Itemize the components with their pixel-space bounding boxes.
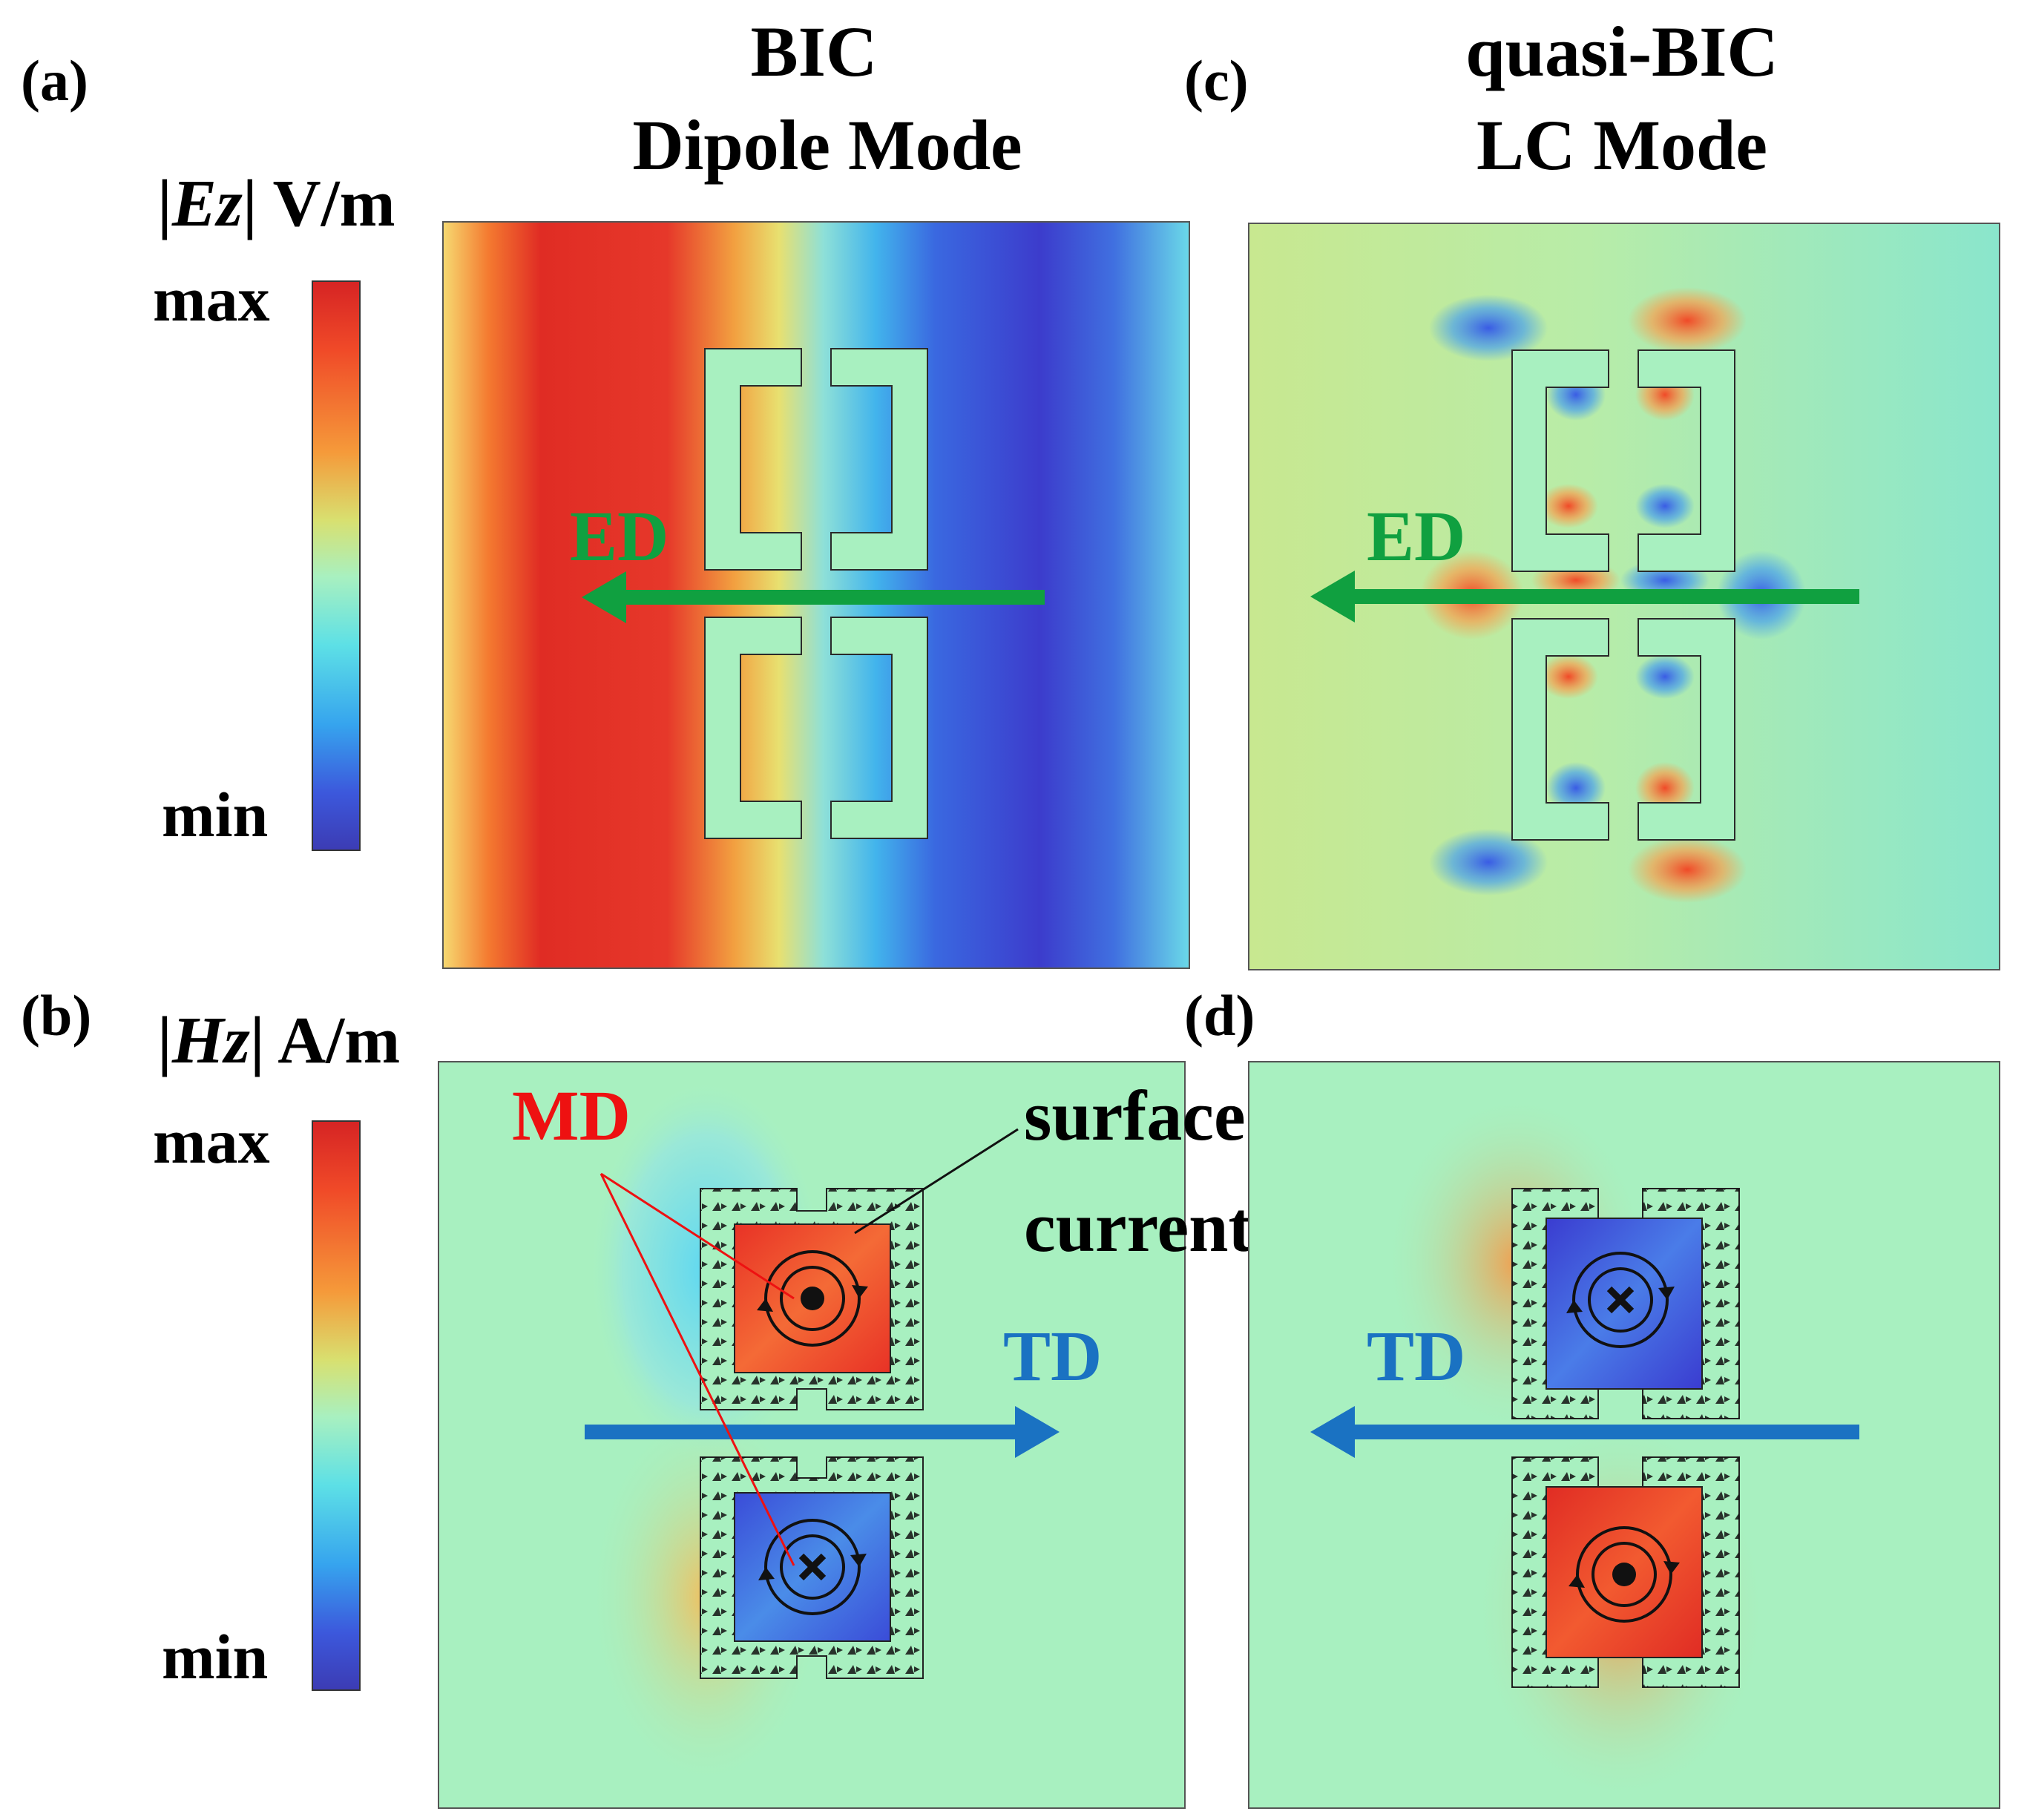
td-label-d: TD bbox=[1367, 1316, 1466, 1396]
panel-label-d: (d) bbox=[1184, 983, 1255, 1048]
colorbar-h bbox=[312, 1120, 361, 1691]
colorbar-e-min-label: min bbox=[162, 779, 269, 850]
colorbar-e-symbol: Ez bbox=[171, 167, 243, 240]
surface-current-label-line2: current bbox=[1024, 1187, 1252, 1267]
ed-label-c: ED bbox=[1367, 496, 1466, 576]
cross-into-plane-icon bbox=[1566, 1252, 1675, 1348]
panel-a-field-map bbox=[442, 221, 1190, 969]
panel-b-field-map bbox=[438, 1061, 1186, 1809]
panel-label-b: (b) bbox=[21, 983, 92, 1048]
colorbar-e bbox=[312, 280, 361, 851]
colorbar-h-symbol: Hz bbox=[171, 1004, 250, 1077]
colorbar-h-title: |Hz| A/m bbox=[157, 1004, 401, 1077]
surface-current-label-line1: surface bbox=[1024, 1076, 1246, 1155]
dot-out-of-plane-icon bbox=[757, 1250, 868, 1347]
dot-out-of-plane-icon bbox=[1569, 1526, 1680, 1623]
panel-a-svg bbox=[444, 223, 1189, 968]
panel-c-svg bbox=[1249, 224, 1999, 969]
bic-title-line2: Dipole Mode bbox=[632, 105, 1022, 185]
panel-label-c: (c) bbox=[1184, 48, 1249, 113]
panel-d-svg bbox=[1249, 1062, 1999, 1807]
td-label-b: TD bbox=[1003, 1316, 1103, 1396]
colorbar-h-max-label: max bbox=[153, 1106, 270, 1177]
panel-d-field-map bbox=[1248, 1061, 2000, 1809]
ed-label-a: ED bbox=[570, 496, 669, 576]
panel-c-field-map bbox=[1248, 223, 2000, 970]
md-label: MD bbox=[512, 1076, 631, 1155]
colorbar-h-unit: A/m bbox=[277, 1004, 401, 1077]
qbic-title-line2: LC Mode bbox=[1476, 105, 1767, 185]
panel-label-a: (a) bbox=[21, 48, 88, 113]
panel-b-svg bbox=[439, 1062, 1184, 1807]
colorbar-e-title: |Ez| V/m bbox=[157, 167, 395, 240]
cross-into-plane-icon bbox=[758, 1519, 867, 1615]
qbic-title-line1: quasi-BIC bbox=[1465, 12, 1778, 91]
bic-title-line1: BIC bbox=[750, 12, 878, 91]
colorbar-e-unit: V/m bbox=[272, 167, 395, 240]
colorbar-h-min-label: min bbox=[162, 1621, 269, 1692]
colorbar-e-max-label: max bbox=[153, 263, 270, 335]
